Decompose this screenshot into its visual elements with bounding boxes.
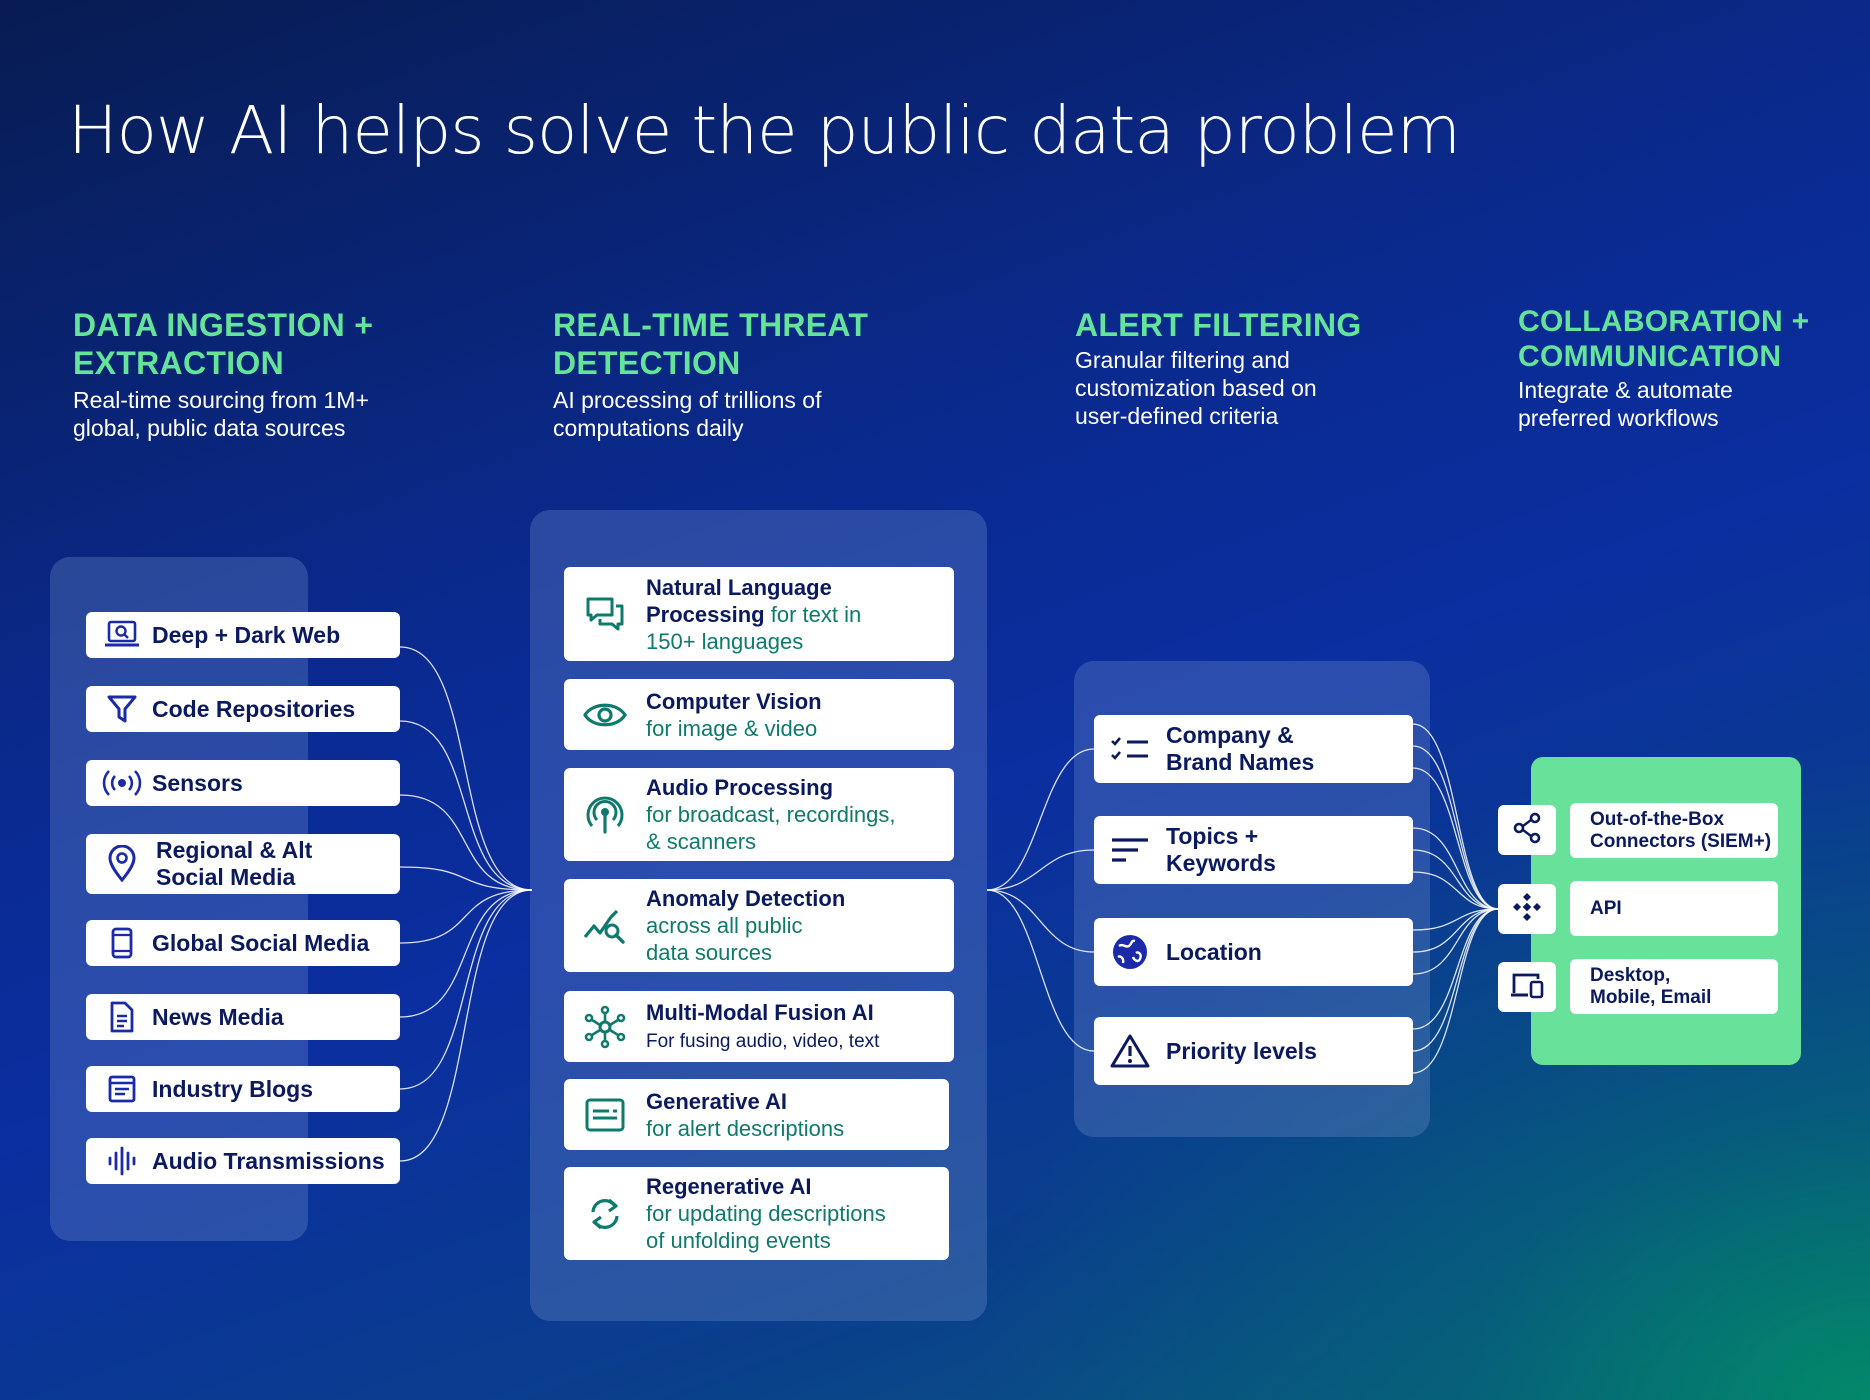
filter-label: Location	[1166, 938, 1262, 965]
funnel-icon	[86, 694, 152, 724]
source-card-industry-blogs: Industry Blogs	[86, 1066, 400, 1112]
filter-label: Priority levels	[1166, 1037, 1317, 1064]
output-icon-box	[1498, 962, 1556, 1012]
sources-panel	[50, 557, 308, 1241]
chat-icon	[564, 596, 646, 632]
filter-card-priority-levels: Priority levels	[1094, 1017, 1413, 1085]
column-heading: DATA INGESTION +EXTRACTION	[73, 307, 374, 381]
filter-label: Company &Brand Names	[1166, 722, 1315, 775]
column-header-collaboration: COLLABORATION +COMMUNICATION Integrate &…	[1518, 304, 1809, 432]
source-label: Sensors	[152, 769, 243, 796]
smartphone-icon	[86, 927, 152, 959]
devices-icon	[1510, 971, 1544, 1004]
source-label: Audio Transmissions	[152, 1147, 385, 1174]
source-label: News Media	[152, 1003, 284, 1030]
document-icon	[86, 1001, 152, 1033]
text-lines-icon	[1094, 836, 1166, 864]
blog-icon	[86, 1075, 152, 1103]
filter-card-topics-keywords: Topics +Keywords	[1094, 816, 1413, 884]
source-card-global-social-media: Global Social Media	[86, 920, 400, 966]
checklist-icon	[1094, 734, 1166, 764]
source-card-code-repositories: Code Repositories	[86, 686, 400, 732]
source-label: Industry Blogs	[152, 1075, 314, 1102]
eye-icon	[564, 700, 646, 730]
output-card-api: API	[1570, 881, 1778, 936]
column-heading: COLLABORATION +COMMUNICATION	[1518, 305, 1810, 373]
filter-card-company-brand: Company &Brand Names	[1094, 715, 1413, 783]
trend-search-icon	[564, 907, 646, 945]
output-label: Desktop,Mobile, Email	[1590, 964, 1712, 1008]
output-card-devices: Desktop,Mobile, Email	[1570, 959, 1778, 1014]
output-icon-box	[1498, 805, 1556, 855]
network-hub-icon	[564, 1005, 646, 1049]
column-description: Real-time sourcing from 1M+global, publi…	[73, 387, 369, 441]
refresh-icon	[564, 1194, 646, 1234]
podcast-icon	[564, 795, 646, 835]
source-label: Global Social Media	[152, 929, 370, 956]
text-box-icon	[564, 1098, 646, 1132]
api-icon	[1511, 891, 1543, 928]
location-pin-icon	[86, 845, 152, 883]
waveform-icon	[86, 1146, 152, 1176]
source-card-deep-dark-web: Deep + Dark Web	[86, 612, 400, 658]
laptop-search-icon	[86, 620, 152, 650]
source-card-news-media: News Media	[86, 994, 400, 1040]
source-label: Deep + Dark Web	[152, 621, 341, 648]
column-header-ingestion: DATA INGESTION +EXTRACTION Real-time sou…	[73, 306, 373, 442]
source-label: Code Repositories	[152, 695, 356, 722]
column-heading: ALERT FILTERING	[1075, 307, 1362, 343]
filter-label: Topics +Keywords	[1166, 823, 1276, 876]
page-title: How AI helps solve the public data probl…	[68, 92, 1461, 169]
output-label: API	[1590, 897, 1622, 919]
filter-card-location: Location	[1094, 918, 1413, 986]
source-card-audio-transmissions: Audio Transmissions	[86, 1138, 400, 1184]
output-icon-box	[1498, 884, 1556, 934]
share-icon	[1512, 812, 1542, 849]
warning-icon	[1094, 1033, 1166, 1069]
source-card-sensors: Sensors	[86, 760, 400, 806]
globe-icon	[1094, 933, 1166, 971]
broadcast-icon	[86, 769, 152, 797]
